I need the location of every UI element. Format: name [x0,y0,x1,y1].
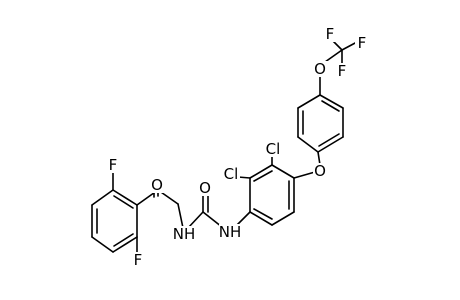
svg-text:F: F [326,25,335,43]
svg-text:F: F [338,62,347,80]
svg-text:O: O [314,60,326,78]
atom-f-cf3-1: F [324,25,337,43]
svg-text:F: F [109,156,118,174]
atom-f-cf3-2: F [355,34,368,52]
svg-text:F: F [358,34,367,52]
atom-labels: F O O NH NH F Cl Cl [107,25,368,269]
atom-nh-1: NH [173,225,196,243]
atom-o-urea: O [198,179,213,197]
svg-text:NH: NH [219,223,242,241]
atom-f-bottom-left: F [132,251,145,269]
svg-text:Cl: Cl [266,140,281,158]
atom-nh-2: NH [219,223,242,241]
atom-o-ocf3: O [313,60,328,78]
atom-cl-2: Cl [264,140,282,158]
atom-f-top-left: F [107,156,120,174]
svg-text:NH: NH [173,225,196,243]
svg-text:Cl: Cl [224,165,239,183]
atom-f-cf3-3: F [336,62,349,80]
svg-text:O: O [314,162,326,180]
atom-o-amide: O [150,176,165,194]
svg-text:O: O [199,179,211,197]
atom-o-ether: O [313,162,328,180]
svg-text:O: O [151,176,163,194]
atom-cl-1: Cl [222,165,240,183]
svg-text:F: F [134,251,143,269]
